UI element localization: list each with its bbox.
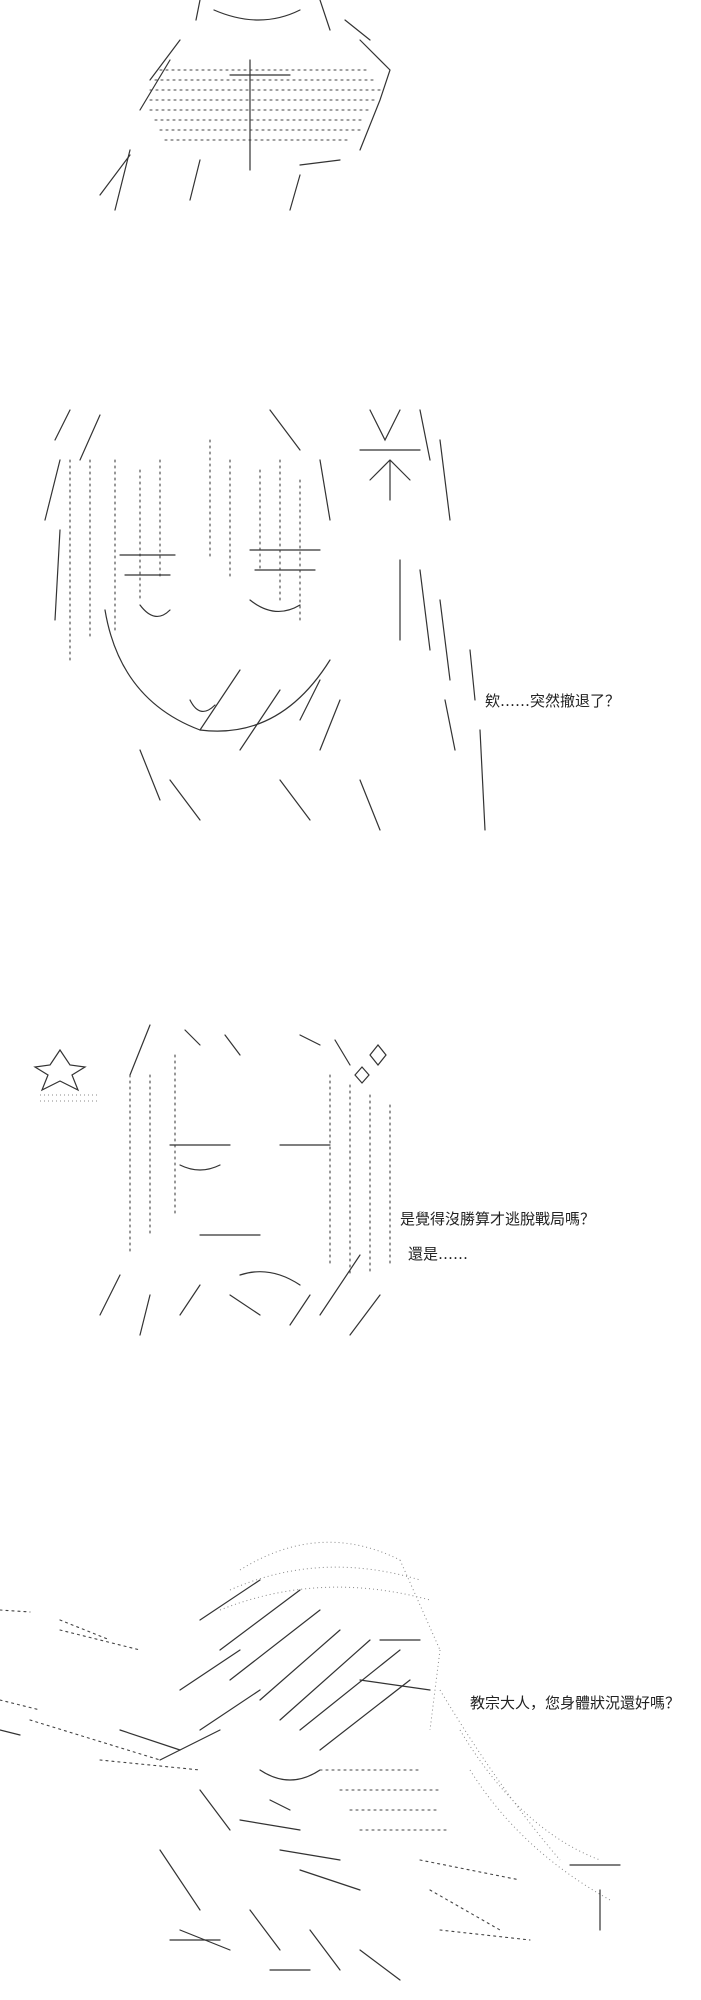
panel-3: 是覺得沒勝算才逃脫戰局嗎？ 還是…… [0, 1015, 701, 1345]
ascii-art-girl-face-with-sparkles [0, 1015, 701, 1345]
star-icon [33, 1048, 87, 1092]
dialogue-line: 還是…… [408, 1245, 469, 1263]
panel-4: 教宗大人，您身體狀況還好嗎？ [0, 1530, 701, 2000]
dialogue-line: 教宗大人，您身體狀況還好嗎？ [470, 1694, 681, 1712]
dialogue-line: 欸……突然撤退了？ [485, 692, 621, 710]
panel-1 [0, 0, 701, 230]
ascii-art-girl-face-with-flower [0, 400, 701, 850]
dialogue-line: 是覺得沒勝算才逃脫戰局嗎？ [400, 1210, 596, 1228]
ascii-art-figure-torso [0, 0, 701, 230]
panel-2: 欸……突然撤退了？ [0, 400, 701, 850]
ascii-art-collapsed-figure [0, 1530, 701, 2000]
